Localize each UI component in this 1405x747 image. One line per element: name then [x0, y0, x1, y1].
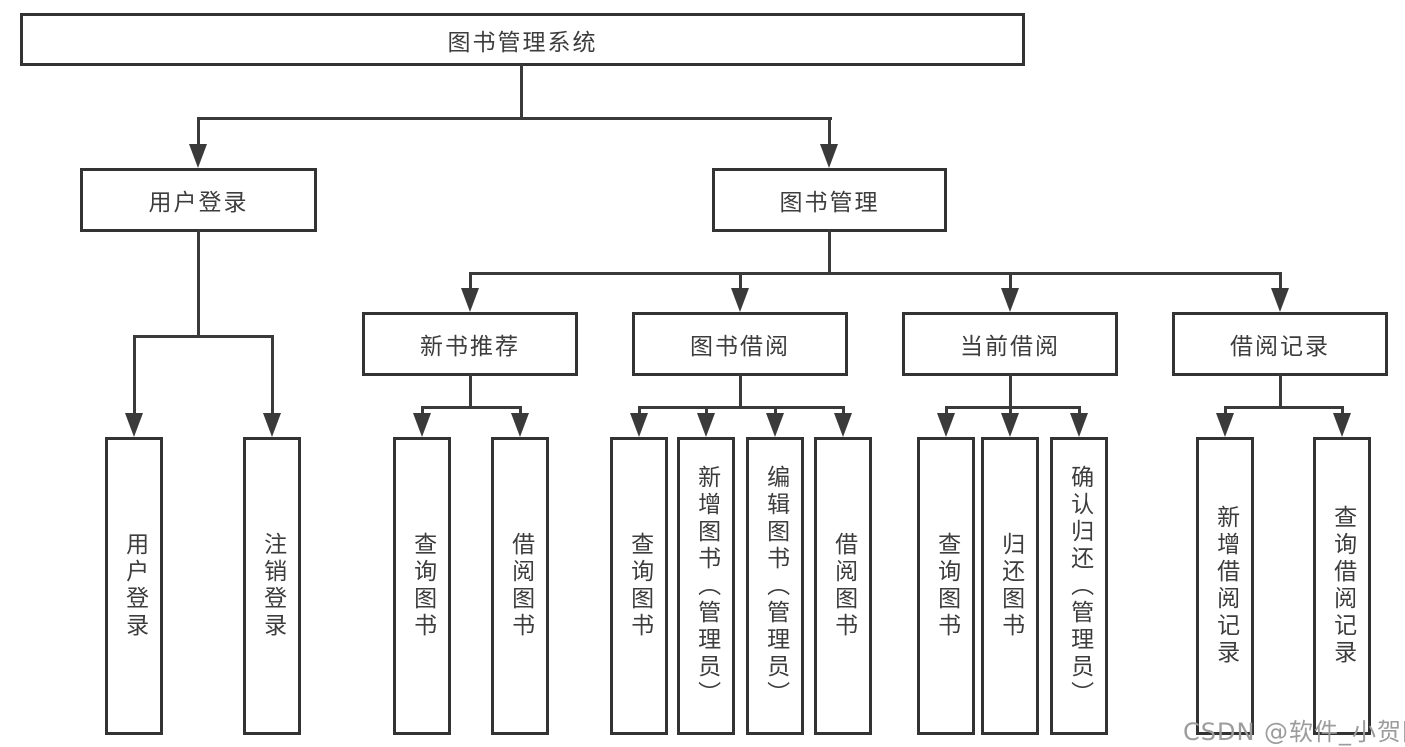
leaf-borrow-query-book: 查询图书 — [610, 437, 668, 735]
leaf-add-book-admin: 新增图书（管理员） — [677, 437, 735, 735]
leaf-confirm-return-admin-label: 确认归还（管理员） — [1066, 464, 1093, 708]
arrow-down-icon — [189, 144, 207, 168]
arrow-down-icon — [834, 413, 852, 437]
leaf-return-book-label: 归还图书 — [997, 532, 1024, 640]
node-book-borrow: 图书借阅 — [632, 312, 848, 376]
leaf-user-login: 用户登录 — [105, 437, 163, 735]
connector-drop-leaf — [945, 406, 948, 416]
node-book-management-label: 图书管理 — [779, 190, 880, 216]
connector-current-stem — [1009, 374, 1012, 408]
leaf-borrow-book: 借阅图书 — [814, 437, 872, 735]
connector-drop-leaf — [1009, 406, 1012, 416]
node-root: 图书管理系统 — [20, 13, 1025, 66]
connector-drop-leaf — [1078, 406, 1081, 416]
arrow-down-icon — [461, 288, 479, 312]
connector-drop-level3 — [1279, 272, 1282, 292]
node-borrow-record: 借阅记录 — [1172, 312, 1388, 376]
leaf-current-query-book: 查询图书 — [917, 437, 975, 735]
leaf-recommend-borrow-book: 借阅图书 — [491, 437, 549, 735]
arrow-down-icon — [630, 413, 648, 437]
connector-user-login-rail — [133, 335, 274, 338]
connector-borrow-stem — [739, 374, 742, 408]
node-current-borrow-label: 当前借阅 — [960, 334, 1060, 360]
leaf-recommend-borrow-book-label: 借阅图书 — [507, 532, 534, 640]
connector-drop-leaf — [774, 406, 777, 416]
arrow-down-icon — [263, 413, 281, 437]
node-current-borrow: 当前借阅 — [902, 312, 1118, 376]
arrow-down-icon — [731, 288, 749, 312]
leaf-edit-book-admin: 编辑图书（管理员） — [746, 437, 804, 735]
connector-record-stem — [1279, 374, 1282, 408]
leaf-confirm-return-admin: 确认归还（管理员） — [1050, 437, 1108, 735]
connector-drop-user-login — [197, 117, 200, 147]
connector-drop-leaf — [842, 406, 845, 416]
leaf-add-book-admin-label: 新增图书（管理员） — [693, 464, 720, 708]
connector-recommend-rail — [421, 406, 522, 409]
node-user-login: 用户登录 — [80, 168, 317, 232]
arrow-down-icon — [937, 413, 955, 437]
connector-drop-leaf — [421, 406, 424, 416]
leaf-current-query-book-label: 查询图书 — [933, 532, 960, 640]
node-book-management: 图书管理 — [712, 168, 947, 232]
arrow-down-icon — [820, 144, 838, 168]
connector-drop-leaf — [271, 335, 274, 415]
leaf-add-borrow-record-label: 新增借阅记录 — [1212, 505, 1239, 667]
node-book-borrow-label: 图书借阅 — [690, 334, 790, 360]
connector-drop-book-management — [828, 117, 831, 147]
connector-drop-level3 — [469, 272, 472, 292]
arrow-down-icon — [1333, 413, 1351, 437]
connector-drop-level3 — [1009, 272, 1012, 292]
connector-drop-leaf — [1341, 406, 1344, 416]
connector-record-rail — [1224, 406, 1344, 409]
connector-recommend-stem — [469, 374, 472, 408]
node-borrow-record-label: 借阅记录 — [1230, 334, 1330, 360]
connector-book-management-stem — [828, 230, 831, 274]
leaf-query-borrow-record: 查询借阅记录 — [1313, 437, 1371, 735]
connector-drop-leaf — [133, 335, 136, 415]
connector-root-rail — [197, 117, 832, 120]
arrow-down-icon — [1216, 413, 1234, 437]
connector-drop-leaf — [519, 406, 522, 416]
arrow-down-icon — [1271, 288, 1289, 312]
leaf-recommend-query-book: 查询图书 — [393, 437, 451, 735]
arrow-down-icon — [1001, 288, 1019, 312]
connector-root-stem — [520, 64, 523, 119]
leaf-user-login-label: 用户登录 — [121, 532, 148, 640]
arrow-down-icon — [697, 413, 715, 437]
leaf-add-borrow-record: 新增借阅记录 — [1196, 437, 1254, 735]
node-new-book-recommend: 新书推荐 — [362, 312, 578, 376]
connector-drop-leaf — [705, 406, 708, 416]
leaf-recommend-query-book-label: 查询图书 — [409, 532, 436, 640]
connector-drop-level3 — [739, 272, 742, 292]
connector-borrow-rail — [638, 406, 845, 409]
arrow-down-icon — [1070, 413, 1088, 437]
connector-drop-leaf — [1224, 406, 1227, 416]
leaf-borrow-book-label: 借阅图书 — [830, 532, 857, 640]
connector-user-login-stem — [197, 230, 200, 337]
connector-book-management-rail — [469, 272, 1282, 275]
leaf-return-book: 归还图书 — [981, 437, 1039, 735]
leaf-query-borrow-record-label: 查询借阅记录 — [1329, 505, 1356, 667]
node-new-book-recommend-label: 新书推荐 — [420, 334, 520, 360]
arrow-down-icon — [1001, 413, 1019, 437]
leaf-edit-book-admin-label: 编辑图书（管理员） — [762, 464, 789, 708]
arrow-down-icon — [413, 413, 431, 437]
leaf-logout-label: 注销登录 — [259, 532, 286, 640]
arrow-down-icon — [125, 413, 143, 437]
arrow-down-icon — [766, 413, 784, 437]
node-user-login-label: 用户登录 — [148, 190, 249, 216]
arrow-down-icon — [511, 413, 529, 437]
connector-current-rail — [945, 406, 1081, 409]
connector-drop-leaf — [638, 406, 641, 416]
csdn-watermark: CSDN @软件_小贺同学 — [1183, 718, 1405, 746]
leaf-borrow-query-book-label: 查询图书 — [626, 532, 653, 640]
node-root-label: 图书管理系统 — [447, 29, 598, 56]
leaf-logout: 注销登录 — [243, 437, 301, 735]
